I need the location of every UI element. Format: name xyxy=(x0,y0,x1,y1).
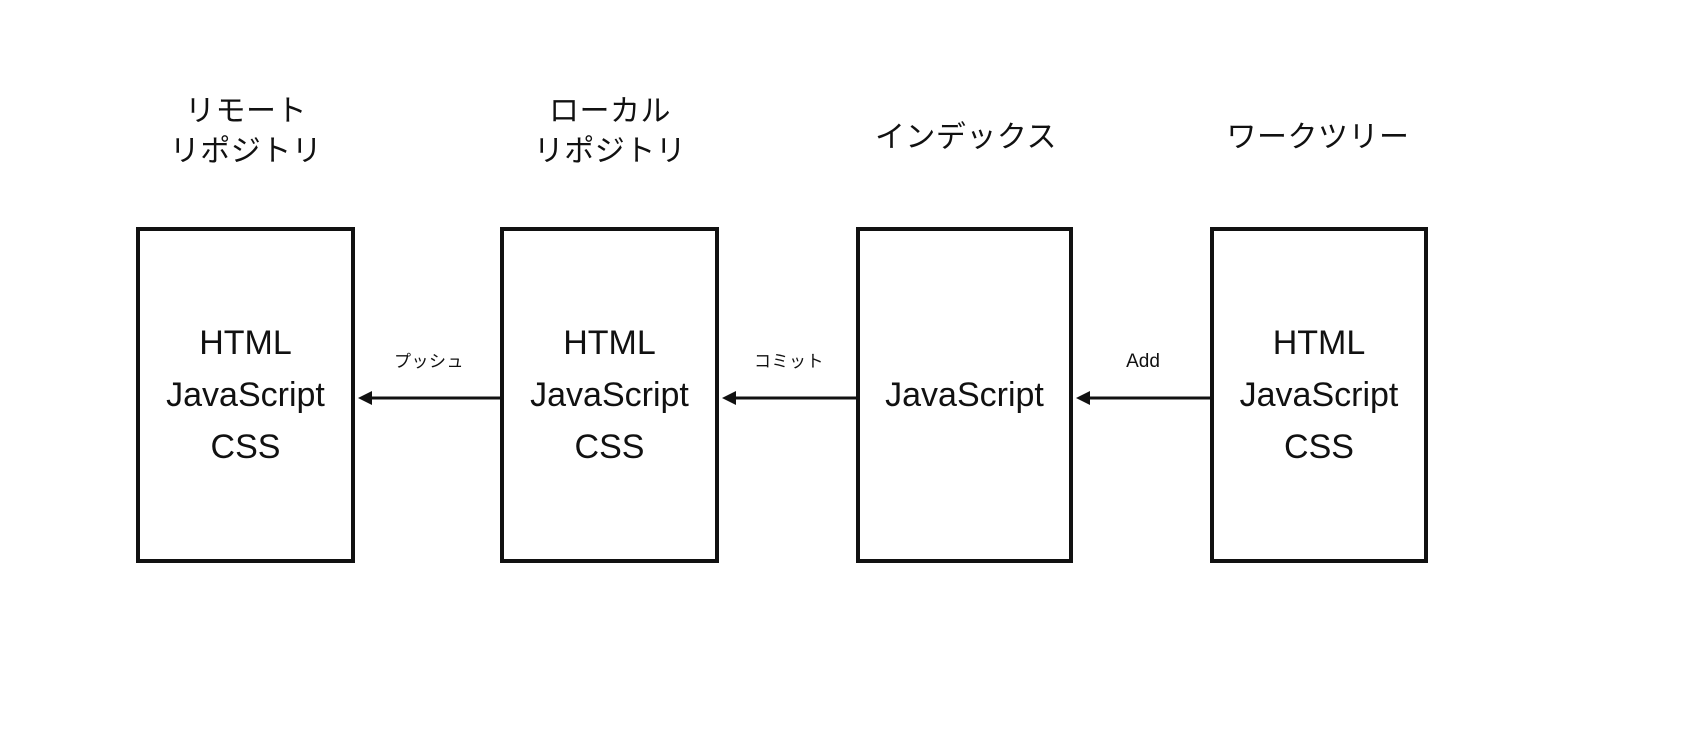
box-content-line: JavaScript xyxy=(530,376,689,414)
box-content-line: HTML xyxy=(199,324,292,362)
arrow-push xyxy=(356,386,502,410)
column-title-local-repository: ローカル リポジトリ xyxy=(533,95,687,168)
box-content-line: CSS xyxy=(574,428,645,466)
column-title-remote-repository: リモート リポジトリ xyxy=(169,95,323,168)
column-title-index: インデックス xyxy=(874,121,1058,154)
column-title-work-tree: ワークツリー xyxy=(1226,121,1410,154)
arrow-add xyxy=(1074,386,1212,410)
box-content-line: JavaScript xyxy=(166,376,325,414)
box-work-tree: HTML JavaScript CSS xyxy=(1210,227,1428,563)
box-index: JavaScript xyxy=(856,227,1073,563)
box-remote-repository: HTML JavaScript CSS xyxy=(136,227,355,563)
box-local-repository: HTML JavaScript CSS xyxy=(500,227,719,563)
box-content-line: CSS xyxy=(1284,428,1354,466)
box-content-line: JavaScript xyxy=(1239,376,1399,414)
arrow-label-add: Add xyxy=(1126,351,1160,372)
box-content-line: CSS xyxy=(210,428,281,466)
box-content-line: HTML xyxy=(1272,324,1366,362)
box-content-line: JavaScript xyxy=(885,376,1044,414)
arrow-label-commit: コミット xyxy=(754,352,824,371)
arrow-label-push: プッシュ xyxy=(394,352,464,371)
box-content-line: HTML xyxy=(563,324,656,362)
arrow-commit xyxy=(720,386,858,410)
